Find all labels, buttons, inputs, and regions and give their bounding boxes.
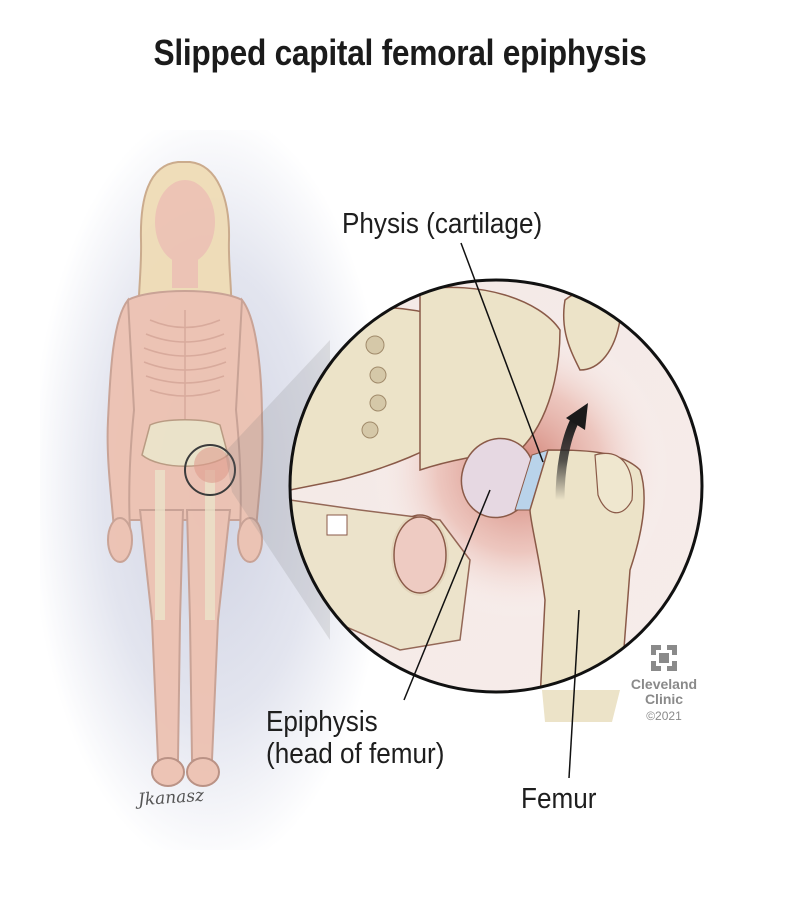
logo-copyright: ©2021 [646,709,682,723]
logo-line2: Clinic [644,691,684,707]
label-epiphysis-line1: Epiphysis [266,706,378,738]
label-physis: Physis (cartilage) [342,208,543,240]
child-figure [106,161,264,787]
label-epiphysis-line2: (head of femur) [266,738,445,770]
femur-leader-line [568,609,580,779]
zoom-circle-outline [288,278,704,694]
femur-shaft-lower [542,690,620,722]
epiphysis-leader-line [403,489,491,701]
cleveland-clinic-cross-icon [651,645,677,671]
cleveland-clinic-logo: Cleveland Clinic ©2021 [624,645,704,724]
label-femur: Femur [521,783,597,815]
hip-closeup [290,280,702,692]
page-title: Slipped capital femoral epiphysis [153,32,647,73]
logo-line1: Cleveland [630,676,698,692]
physis-leader-line [460,242,544,463]
label-epiphysis: Epiphysis (head of femur) [266,706,444,770]
